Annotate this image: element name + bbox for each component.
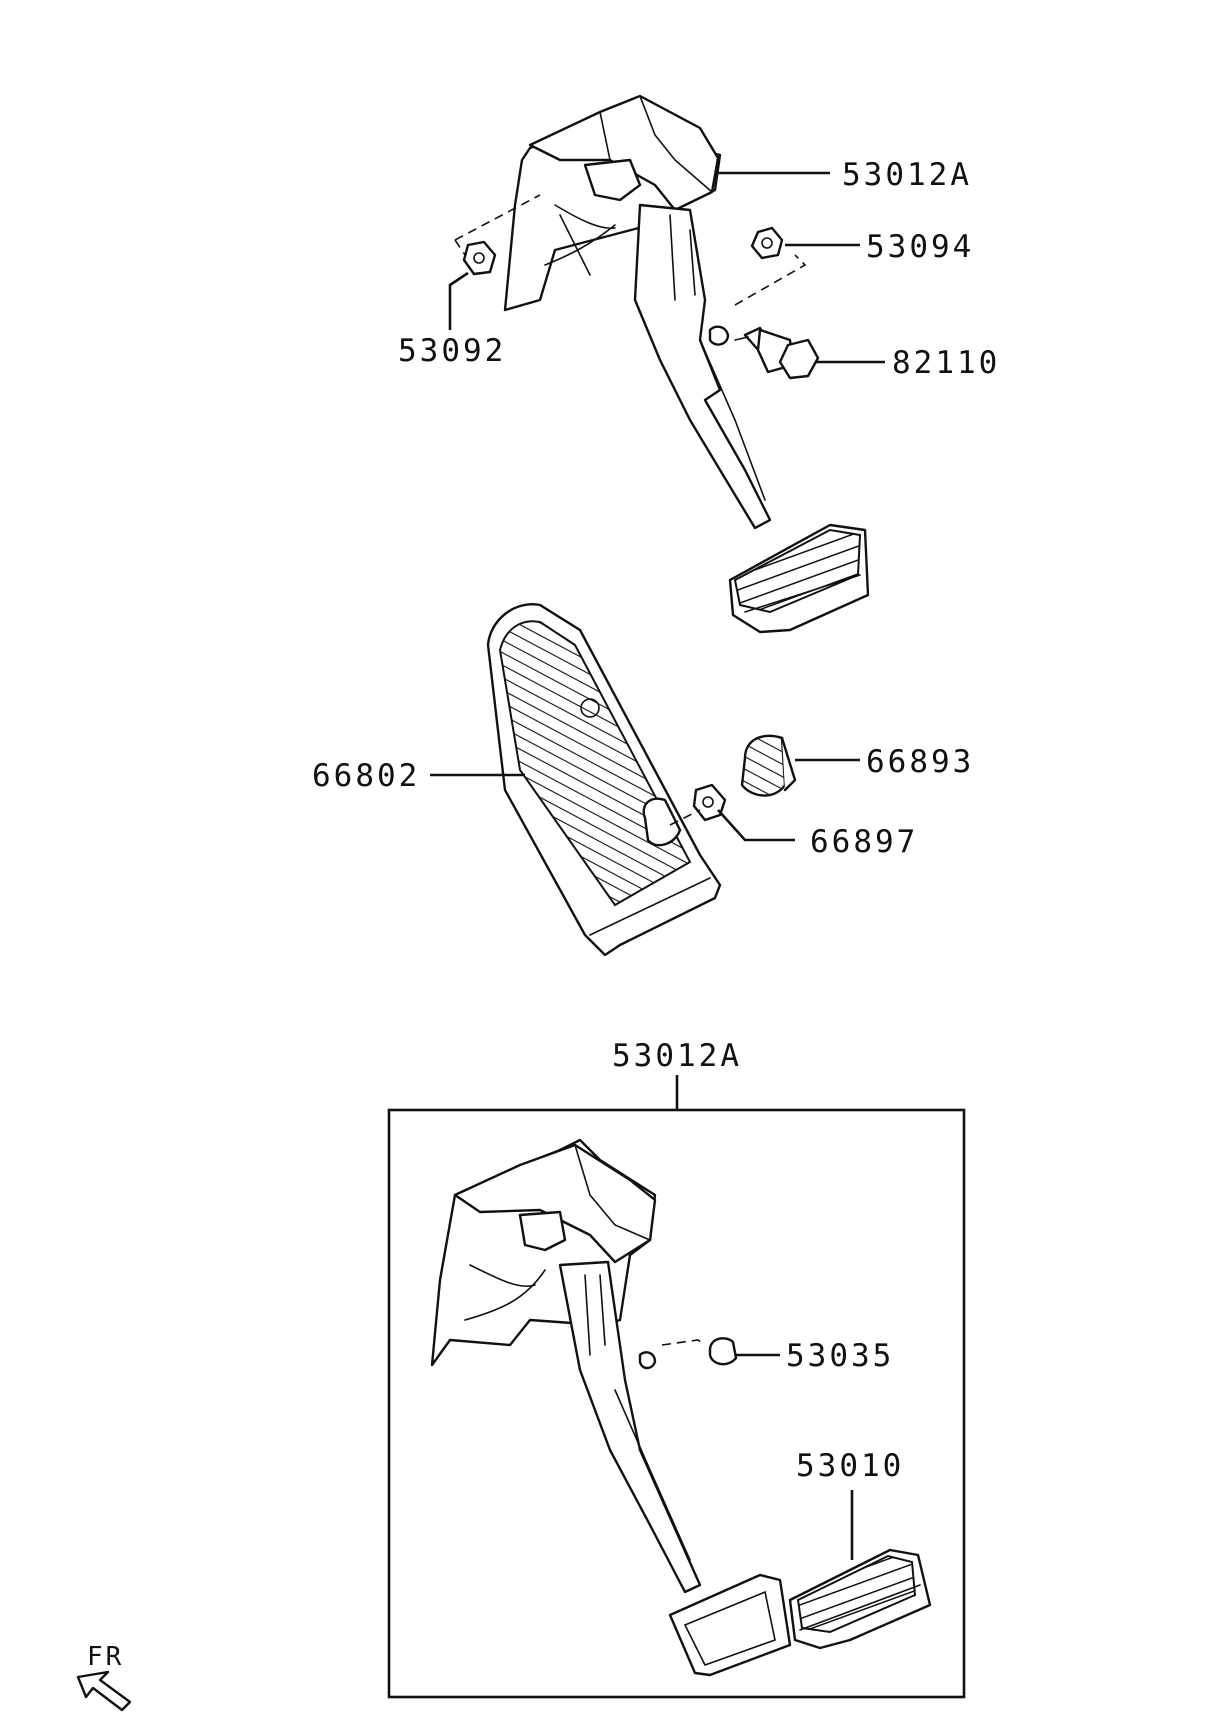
label-66897: 66897 — [810, 824, 918, 860]
stop-lamp-switch-82110 — [734, 326, 820, 380]
nut-53092 — [462, 240, 497, 276]
bushing-53035 — [708, 1337, 738, 1366]
label-66893: 66893 — [866, 744, 974, 780]
front-arrow-icon — [76, 1670, 132, 1712]
label-53010: 53010 — [796, 1448, 904, 1484]
label-53012A-top: 53012A — [842, 157, 972, 193]
nut-53094 — [750, 226, 784, 260]
fr-label: FR — [87, 1642, 124, 1672]
brake-pedal-assembly-inset — [430, 1138, 932, 1677]
brake-pedal-assembly-top — [503, 94, 870, 634]
label-66802: 66802 — [312, 758, 420, 794]
stopper-pad-66893 — [740, 734, 797, 797]
front-direction-marker: FR — [76, 1642, 132, 1712]
label-53035: 53035 — [786, 1338, 894, 1374]
leader-53092 — [448, 271, 469, 330]
stopper-bolt-66897 — [692, 783, 727, 822]
accelerator-pedal-66802 — [486, 603, 722, 957]
label-53092: 53092 — [398, 333, 506, 369]
label-53012A-box: 53012A — [612, 1038, 742, 1074]
label-82110: 82110 — [892, 345, 1000, 381]
label-53094: 53094 — [866, 229, 974, 265]
leader-66897 — [717, 809, 795, 842]
assembly-inset-frame — [387, 1108, 966, 1699]
